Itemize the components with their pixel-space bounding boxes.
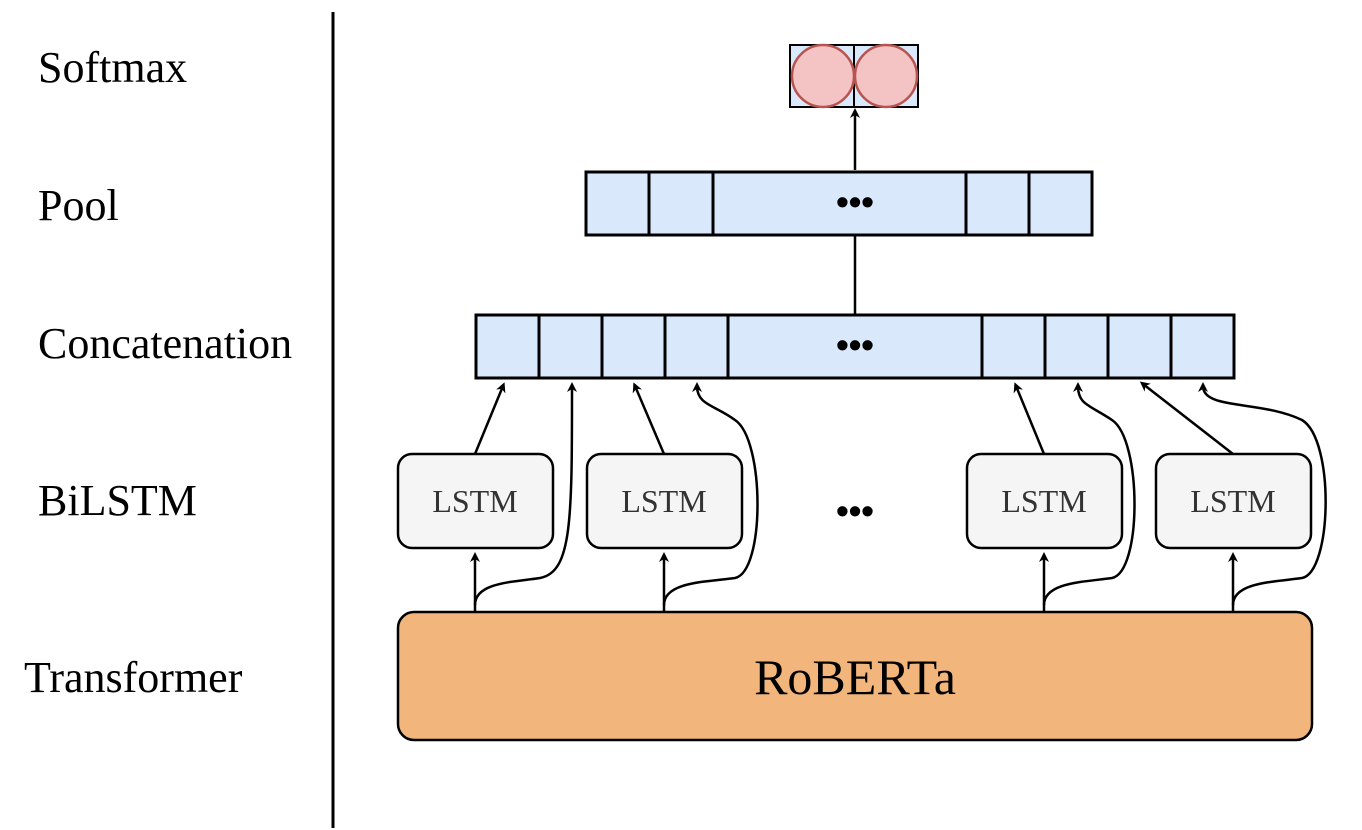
- concat-cell-ellipsis: [726, 313, 984, 380]
- lstm-ellipsis: •••: [836, 490, 874, 531]
- softmax-neuron: [853, 43, 919, 109]
- concat-cell: [600, 313, 667, 380]
- pool-cell-ellipsis: [711, 170, 968, 237]
- arrow-lstm-to-concat: [632, 382, 666, 455]
- roberta-block: RoBERTa: [396, 610, 1314, 742]
- concatenation-vector: •••: [474, 313, 1236, 380]
- lstm-cell-3: LSTM: [965, 452, 1124, 550]
- layer-label-transformer: Transformer: [24, 653, 243, 702]
- lstm-label: LSTM: [621, 483, 706, 519]
- arrow-lstm-to-concat: [1013, 382, 1046, 455]
- arrow-skip-connection: [1198, 382, 1327, 606]
- lstm-box: [965, 452, 1124, 550]
- roberta-box: [396, 610, 1314, 742]
- pool-cell: [584, 170, 651, 237]
- arrow-skip-connection: [473, 382, 577, 606]
- concat-ellipsis: •••: [836, 324, 874, 365]
- concat-cell: [1106, 313, 1173, 380]
- lstm-cell-4: LSTM: [1154, 452, 1313, 550]
- concat-cell: [1169, 313, 1236, 380]
- concat-cell: [980, 313, 1047, 380]
- concat-cell: [663, 313, 730, 380]
- lstm-label: LSTM: [1190, 483, 1275, 519]
- layer-label-bilstm: BiLSTM: [38, 476, 197, 525]
- softmax-neuron: [790, 43, 856, 109]
- arrow-lstm-to-concat: [473, 382, 506, 455]
- arrow-lstm-to-concat: [1139, 381, 1234, 455]
- pool-cell: [1027, 170, 1094, 237]
- pool-cell: [964, 170, 1031, 237]
- concat-cell: [474, 313, 541, 380]
- pool-ellipsis: •••: [836, 181, 874, 222]
- layer-label-softmax: Softmax: [38, 43, 187, 92]
- softmax-output: [789, 43, 919, 109]
- lstm-box: [585, 452, 744, 550]
- lstm-box: [1154, 452, 1313, 550]
- concat-cell: [537, 313, 604, 380]
- lstm-label: LSTM: [432, 483, 517, 519]
- lstm-cell-1: LSTM: [396, 452, 555, 550]
- arrow-skip-connection: [662, 382, 759, 606]
- concat-cell: [1043, 313, 1110, 380]
- lstm-label: LSTM: [1001, 483, 1086, 519]
- lstm-cell-2: LSTM: [585, 452, 744, 550]
- layer-label-concatenation: Concatenation: [38, 319, 292, 368]
- pool-cell: [647, 170, 715, 237]
- roberta-label: RoBERTa: [754, 649, 956, 705]
- layer-label-pool: Pool: [38, 181, 119, 230]
- arrow-skip-connection: [1042, 382, 1136, 606]
- pool-vector: •••: [584, 170, 1094, 237]
